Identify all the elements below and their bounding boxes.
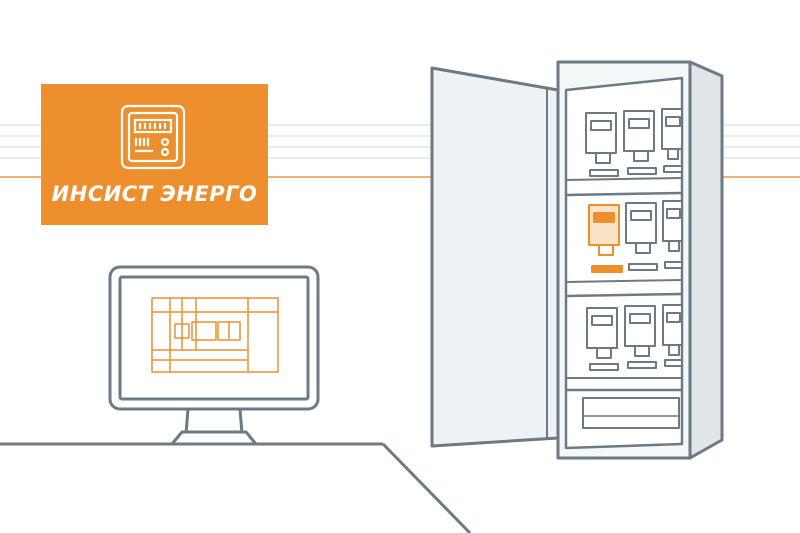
meter-icon [588,200,683,273]
meter-icon [586,304,683,371]
monitor-icon [108,265,320,446]
desk [0,442,472,533]
brand-logo: ИНСИСТ ЭНЕРГО [41,84,268,225]
electric-meter-icon [120,104,186,170]
schematic-icon [151,297,279,373]
electrical-cabinet-icon [430,60,724,460]
brand-name: ИНСИСТ ЭНЕРГО [51,182,258,206]
meter-icon [585,108,683,177]
